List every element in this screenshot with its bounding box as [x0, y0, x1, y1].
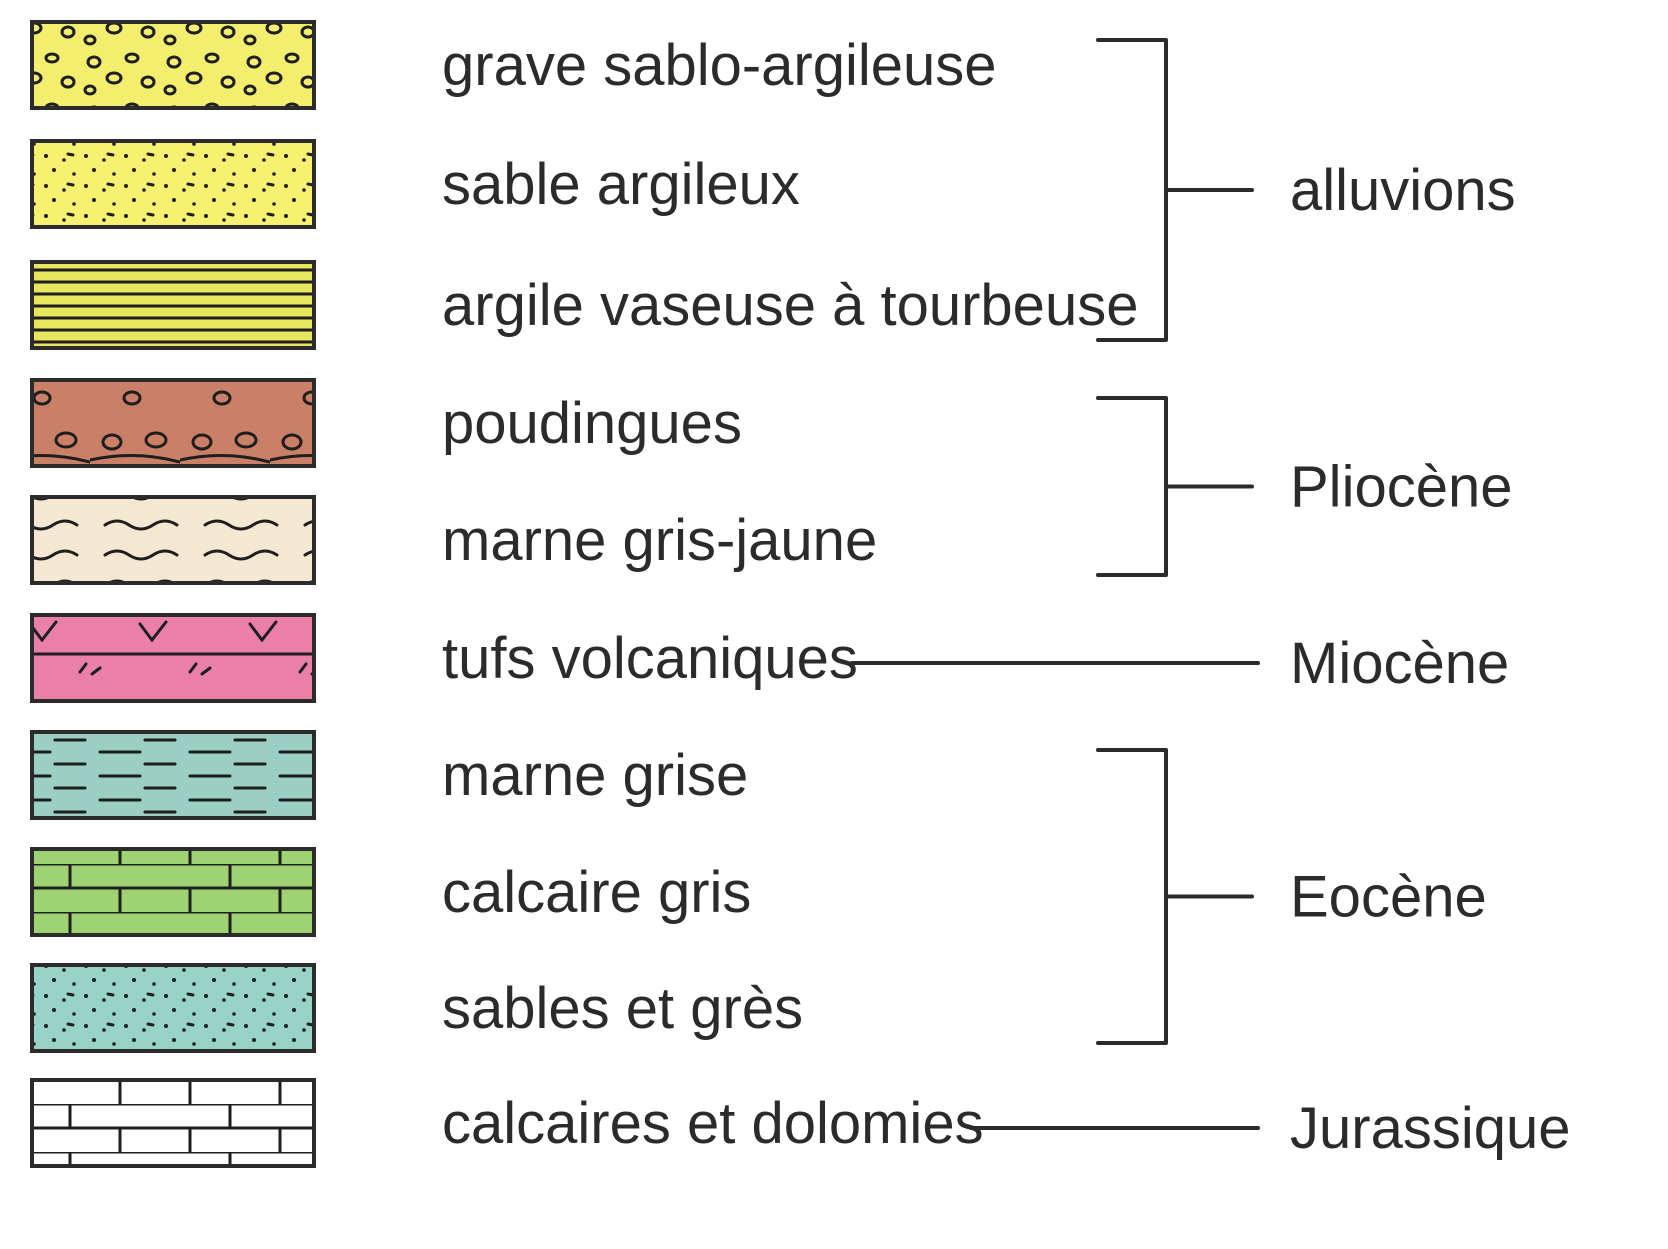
legend-swatch: [30, 495, 316, 585]
group-bracket: [1096, 38, 1254, 342]
legend-item-label: poudingues: [442, 391, 742, 456]
group-bracket: [1096, 748, 1254, 1045]
group-label: Miocène: [1290, 631, 1509, 696]
group-label: Jurassique: [1290, 1096, 1570, 1161]
legend-swatch: [30, 613, 316, 703]
legend-item-label: marne grise: [442, 743, 748, 808]
legend-swatch: [30, 139, 316, 229]
legend-swatch: [30, 1078, 316, 1168]
legend-item-label: calcaires et dolomies: [442, 1091, 984, 1156]
group-label: Eocène: [1290, 865, 1487, 930]
legend-swatch: [30, 730, 316, 820]
legend-item-label: sables et grès: [442, 976, 803, 1041]
legend-swatch: [30, 20, 316, 110]
legend-item-label: sable argileux: [442, 152, 800, 217]
group-label: Pliocène: [1290, 455, 1512, 520]
group-bracket: [1096, 396, 1254, 577]
legend-item-label: marne gris-jaune: [442, 508, 877, 573]
group-label: alluvions: [1290, 158, 1516, 223]
legend-swatch: [30, 260, 316, 350]
legend-item-label: calcaire gris: [442, 860, 751, 925]
legend-item-label: tufs volcaniques: [442, 626, 858, 691]
legend-item-label: argile vaseuse à tourbeuse: [442, 273, 1138, 338]
legend-item-label: grave sablo-argileuse: [442, 33, 997, 98]
legend-swatch: [30, 847, 316, 937]
legend-swatch: [30, 378, 316, 468]
legend-swatch: [30, 963, 316, 1053]
